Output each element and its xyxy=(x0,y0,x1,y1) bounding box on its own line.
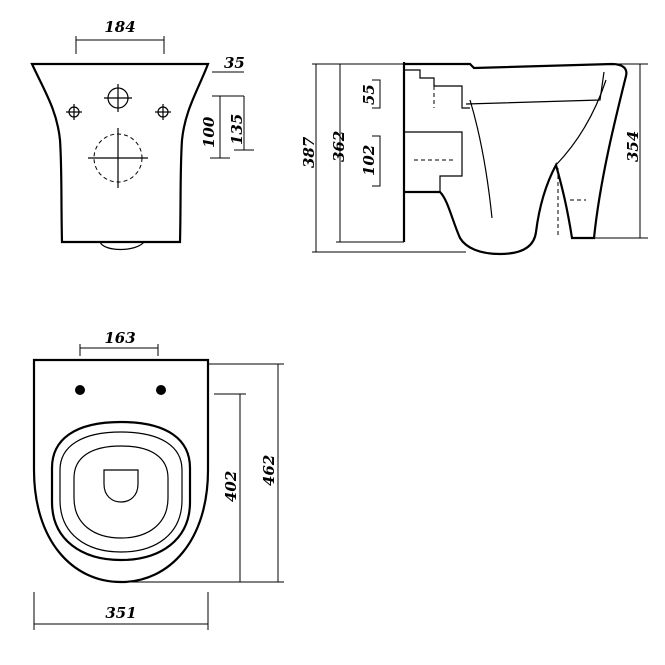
rear-view-mount-cross-right xyxy=(155,104,171,120)
side-dim-354: 354 xyxy=(594,63,648,239)
plan-view-drain xyxy=(103,469,139,503)
plan-view-bowl xyxy=(73,445,169,539)
side-dim-55: 55 xyxy=(360,79,381,109)
plan-dim-402-label: 402 xyxy=(222,471,240,502)
plan-view: 163 462 402 351 xyxy=(32,329,284,630)
side-dim-55-label: 55 xyxy=(360,84,378,105)
side-view-hidden-lines xyxy=(414,86,586,238)
rear-view-mount-cross-top xyxy=(104,84,132,112)
rear-dim-184: 184 xyxy=(75,18,165,54)
rear-dim-100-label: 100 xyxy=(200,116,218,148)
side-view-bowl-inner xyxy=(469,79,607,219)
rear-dim-135-label: 135 xyxy=(228,114,246,145)
rear-view-mount-cross-left xyxy=(66,104,82,120)
rear-dim-135: 135 xyxy=(228,96,254,151)
plan-dim-163: 163 xyxy=(79,329,159,356)
side-dim-362: 362 xyxy=(330,64,404,243)
rear-dim-184-label: 184 xyxy=(104,18,135,36)
plan-view-bolt-hole-right xyxy=(156,385,166,395)
plan-dim-462-label: 462 xyxy=(260,455,278,486)
plan-dim-351: 351 xyxy=(33,592,209,630)
rear-view-outlet-bulge xyxy=(99,241,145,251)
side-dim-102: 102 xyxy=(360,135,381,187)
side-view: 387 362 55 102 354 xyxy=(300,62,648,256)
plan-view-bolt-hole-left xyxy=(75,385,85,395)
side-view-inner-steps xyxy=(404,69,470,192)
side-dim-354-label: 354 xyxy=(624,131,642,162)
side-dim-362-label: 362 xyxy=(330,131,348,162)
plan-dim-163-label: 163 xyxy=(104,329,135,347)
plan-dim-351-label: 351 xyxy=(105,604,136,622)
plan-dim-402: 402 xyxy=(214,393,246,582)
plan-dim-462: 462 xyxy=(121,363,284,583)
rear-dim-35-label: 35 xyxy=(224,54,245,72)
rear-view-body-outline xyxy=(30,62,210,244)
rear-dim-35: 35 xyxy=(212,54,245,97)
side-view-rim xyxy=(465,71,605,105)
plan-view-seat xyxy=(50,420,192,562)
rear-dim-100: 100 xyxy=(200,96,230,159)
side-view-body-outline xyxy=(404,62,628,256)
side-dim-387: 387 xyxy=(300,63,404,252)
rear-view-waste-outlet xyxy=(88,128,148,188)
plan-view-seat-inner xyxy=(59,431,183,553)
side-dim-387-label: 387 xyxy=(300,136,318,168)
rear-view: 184 35 100 135 xyxy=(30,18,254,251)
side-dim-102-label: 102 xyxy=(360,145,378,176)
